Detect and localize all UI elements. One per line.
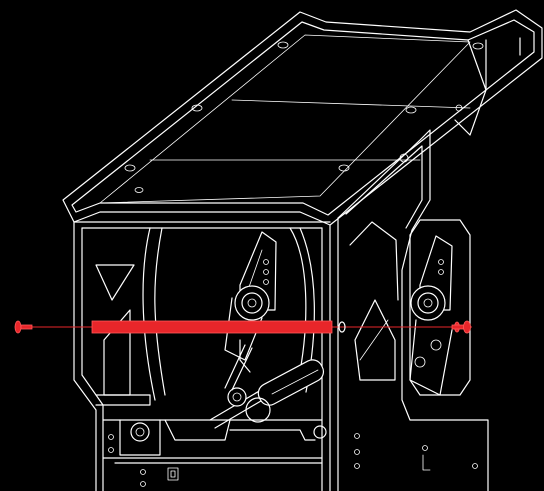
- highlight-group: [14, 320, 472, 334]
- gas-strut: [209, 339, 325, 429]
- main-frame: [73, 104, 489, 491]
- bottom-assembly: [102, 419, 478, 487]
- top-tray: [62, 9, 543, 226]
- highlighted-rod: [91, 320, 333, 334]
- left-washer: [338, 321, 346, 333]
- left-screw: [14, 320, 33, 334]
- right-hinge: [409, 235, 453, 396]
- center-hinge: [224, 231, 277, 361]
- right-screw: [451, 320, 471, 334]
